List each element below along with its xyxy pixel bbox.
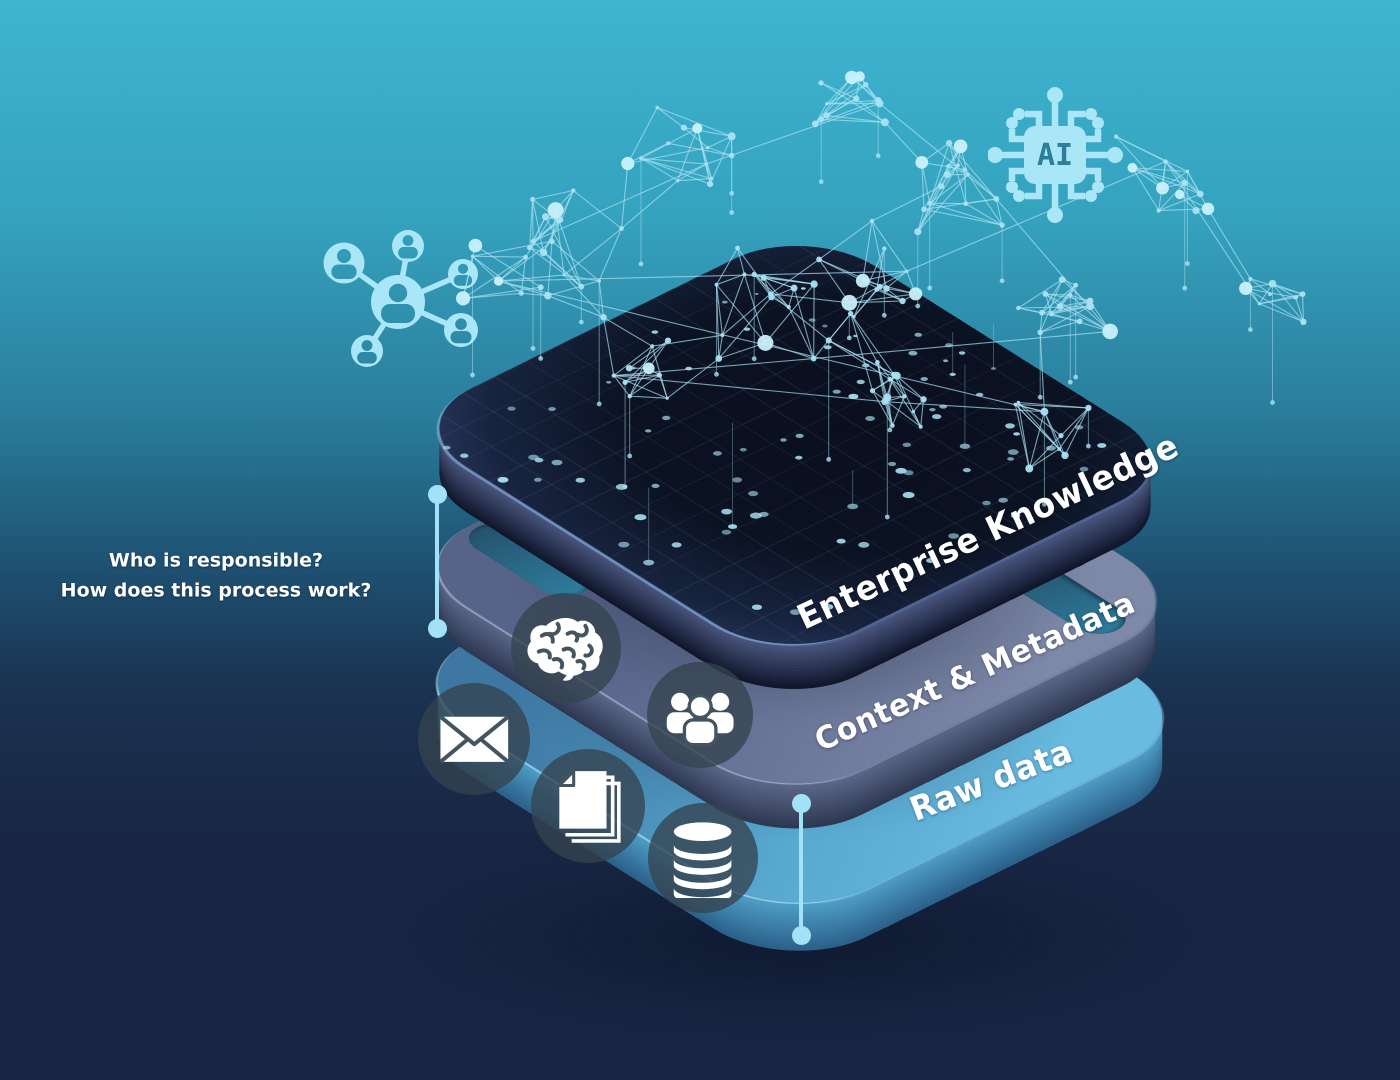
connector-dot [791, 925, 811, 945]
people-glyph [666, 692, 734, 747]
envelope-icon [418, 683, 530, 795]
connector-line [799, 803, 803, 935]
connector-line [435, 494, 439, 628]
brain-glyph [527, 618, 604, 682]
ai-chip-label: AI [1037, 138, 1073, 173]
people-network-icon [323, 230, 478, 367]
database-icon [648, 803, 758, 913]
connector-dot [427, 618, 447, 638]
people-icon [647, 662, 753, 768]
brain-icon [511, 593, 621, 703]
database-glyph [674, 822, 732, 898]
connector-dot [427, 484, 447, 504]
question-text: Who is responsible? How does this proces… [61, 546, 372, 607]
envelope-glyph [438, 714, 510, 764]
ai-chip-icon: AI [988, 87, 1123, 223]
question-line-1: Who is responsible? [108, 549, 324, 572]
documents-glyph [557, 769, 621, 843]
connector-dot [791, 793, 811, 813]
documents-icon [531, 749, 645, 863]
question-line-2: How does this process work? [60, 580, 372, 602]
